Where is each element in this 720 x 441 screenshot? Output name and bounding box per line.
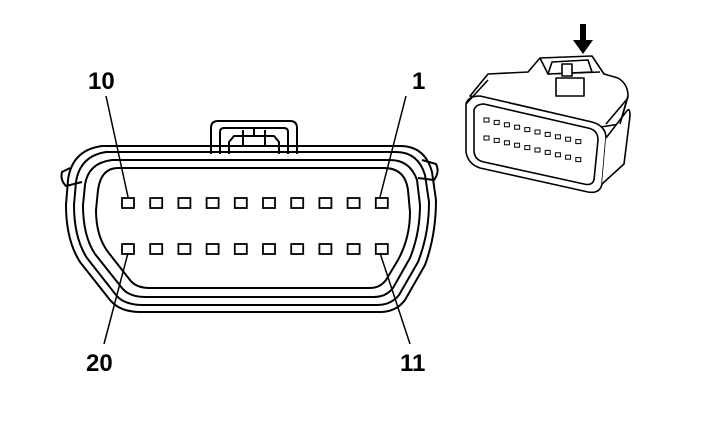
pin-cavity-2	[346, 197, 361, 209]
pin-cavity-9	[149, 197, 164, 209]
inset-pin-cavity	[514, 142, 521, 148]
pin-cavity-6	[233, 197, 248, 209]
inset-pin-cavity	[554, 134, 561, 140]
pin-label-20: 20	[86, 350, 113, 377]
down-arrow-icon	[573, 24, 593, 54]
pin-cavity-10	[121, 197, 135, 209]
pin-cavity-20	[121, 243, 135, 255]
leader-line-pin-11	[379, 252, 411, 345]
pin-cavity-17	[205, 243, 220, 255]
inset-pin-cavity	[503, 140, 510, 146]
pin-cavity-12	[346, 243, 361, 255]
leader-line-pin-1	[379, 95, 407, 198]
inset-pin-cavity	[524, 145, 531, 151]
inset-pin-cavity	[544, 149, 551, 155]
inset-pin-cavity	[575, 139, 582, 145]
pin-row-bottom	[121, 243, 389, 255]
connector-latch	[210, 120, 298, 154]
connector-side-tab-left	[60, 167, 83, 187]
inset-pin-cavity	[493, 119, 500, 125]
inset-pin-cavity	[534, 147, 541, 153]
pin-label-1: 1	[412, 68, 425, 95]
leader-line-pin-10	[105, 95, 129, 198]
pin-cavity-13	[318, 243, 333, 255]
inset-pin-cavity	[483, 117, 490, 123]
inset-pin-cavity	[565, 154, 572, 160]
inset-pin-cavity	[524, 127, 531, 133]
connector-3d-pin-grid	[483, 117, 582, 163]
pin-cavity-15	[262, 243, 276, 255]
inset-pin-cavity	[544, 131, 551, 137]
pin-cavity-4	[290, 197, 305, 209]
pin-cavity-7	[205, 197, 220, 209]
inset-pin-cavity	[575, 157, 582, 163]
pin-cavity-8	[177, 197, 192, 209]
inset-pin-cavity	[493, 137, 500, 143]
pin-row-top	[121, 197, 389, 209]
pin-cavity-5	[262, 197, 276, 209]
inset-pin-cavity	[503, 122, 510, 128]
pin-cavity-11	[374, 243, 389, 255]
connector-3d-view	[465, 55, 631, 194]
inset-pin-cavity	[483, 135, 490, 141]
pin-cavity-3	[318, 197, 333, 209]
inset-pin-cavity	[514, 124, 521, 130]
pin-cavity-16	[233, 243, 248, 255]
pin-cavity-1	[374, 197, 389, 209]
pin-cavity-14	[290, 243, 305, 255]
pin-label-11: 11	[400, 350, 425, 377]
connector-inner-cavity	[95, 167, 411, 289]
connector-outer-shell	[65, 145, 437, 313]
pin-cavity-18	[177, 243, 192, 255]
inset-pin-cavity	[534, 129, 541, 135]
inset-pin-cavity	[554, 152, 561, 158]
connector-face	[60, 120, 439, 313]
pin-label-10: 10	[88, 68, 115, 95]
inset-pin-cavity	[565, 136, 572, 142]
leader-line-pin-20	[103, 252, 129, 345]
leader-lines	[103, 95, 411, 345]
pin-cavity-19	[149, 243, 164, 255]
